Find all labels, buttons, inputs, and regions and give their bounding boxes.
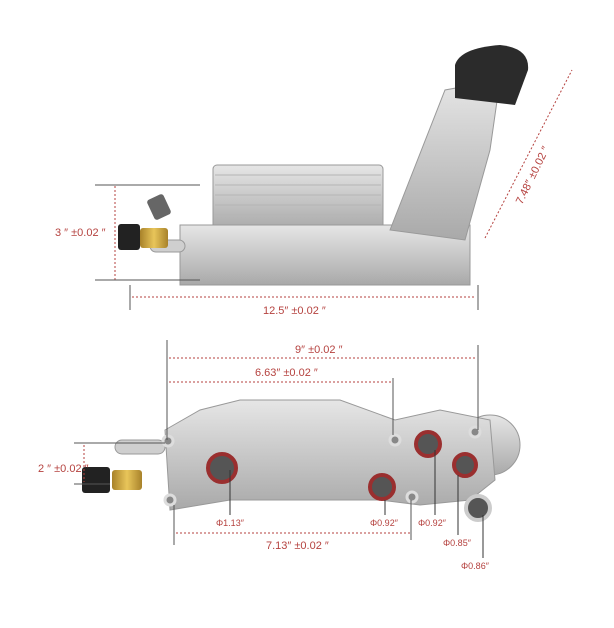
- port-diameter-label: Φ0.92″: [370, 518, 399, 528]
- housing-side-view: [118, 45, 529, 286]
- lower-length-label: 7.13″ ±0.02 ″: [266, 540, 329, 552]
- base-body-bottom: [164, 399, 496, 511]
- filter-cap: [455, 45, 529, 105]
- coolant-pipe-bottom: [114, 439, 166, 455]
- sensor-connector: [118, 224, 140, 250]
- diagonal-dimension-label: 7.48″ ±0.02 ″: [514, 145, 552, 207]
- port-diameter-label: Φ0.92″: [418, 518, 447, 528]
- bottom-height-label: 2 ″ ±0.02 ″: [38, 463, 89, 475]
- height-dimension-label: 3 ″ ±0.02 ″: [55, 227, 106, 239]
- overall-length-label: 9″ ±0.02 ″: [295, 344, 343, 356]
- seal-ports: [206, 430, 492, 522]
- sensor-connector-bottom: [82, 467, 110, 493]
- upper-sensor: [147, 194, 171, 220]
- base-body: [179, 224, 471, 286]
- brass-sensor: [140, 228, 168, 248]
- top-dimension-lines: [114, 69, 573, 298]
- mid-length-label: 6.63″ ±0.02 ″: [255, 367, 318, 379]
- port-diameter-label: Φ0.85″: [443, 538, 472, 548]
- housing-bottom-view: [82, 399, 521, 522]
- length-dimension-label: 12.5″ ±0.02 ″: [263, 305, 326, 317]
- bottom-dimension-lines: [83, 357, 476, 534]
- filter-canister: [389, 79, 501, 241]
- brass-sensor-bottom: [112, 470, 142, 490]
- port-diameter-label: Φ0.86″: [461, 561, 490, 571]
- port-diameter-label: Φ1.13″: [216, 518, 245, 528]
